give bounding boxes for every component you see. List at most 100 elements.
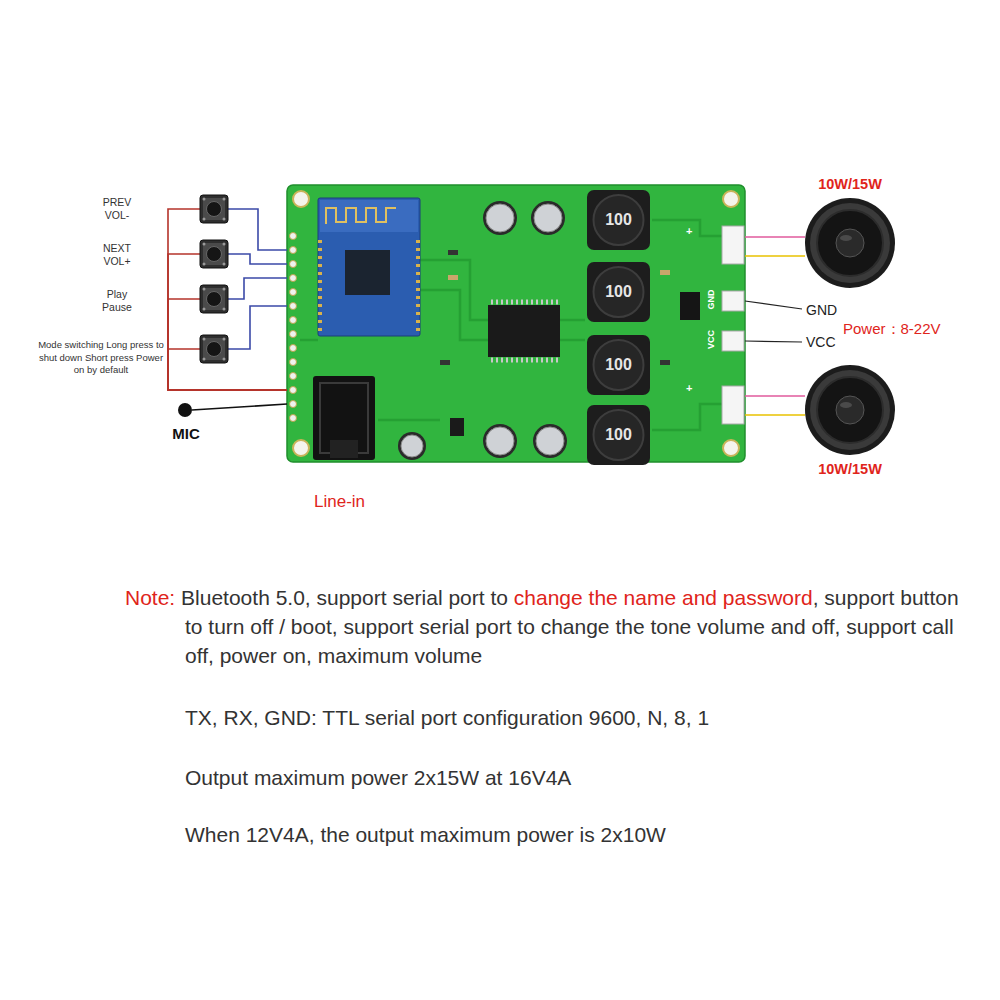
header-pad — [290, 233, 297, 240]
mounting-hole — [293, 191, 309, 207]
power-label: Power：8-22V — [843, 320, 941, 338]
speaker-terminal — [722, 386, 744, 424]
button-rivet — [223, 218, 226, 221]
button-outline — [200, 335, 228, 363]
note-text: Output maximum power 2x15W at 16V4A — [185, 765, 571, 790]
header-pad — [290, 331, 297, 338]
button-rivet — [223, 308, 226, 311]
wire — [228, 306, 287, 349]
button-rivet — [223, 288, 226, 291]
mounting-hole — [293, 440, 309, 456]
wire — [745, 414, 805, 416]
board-trace — [560, 339, 585, 342]
mounting-hole — [723, 440, 739, 456]
speaker: 10W/15W — [805, 198, 895, 288]
inductor-body — [587, 262, 650, 322]
speaker-outline — [805, 365, 895, 455]
header-pad — [290, 387, 297, 394]
power-terminal — [722, 291, 744, 311]
button-label: PREV VOL- — [92, 196, 142, 222]
mounting-hole — [723, 191, 739, 207]
speaker-highlight — [840, 402, 852, 408]
chip-legs — [491, 300, 558, 305]
capacitor-top — [401, 435, 423, 457]
inductor: 100 — [587, 190, 650, 250]
inductor-value: 100 — [587, 282, 650, 301]
button-outline — [200, 195, 228, 223]
button-cap — [207, 342, 222, 357]
button-cap — [207, 202, 222, 217]
inductor: 100 — [587, 405, 650, 465]
header-pad — [290, 317, 297, 324]
header-pad — [290, 359, 297, 366]
board-trace — [652, 404, 722, 430]
inductor-value: 100 — [587, 425, 650, 444]
speaker-dust-cap — [836, 396, 864, 424]
speaker-highlight — [840, 235, 852, 241]
wire — [168, 209, 287, 390]
regulator — [680, 292, 700, 320]
note-heading: Note: — [125, 586, 175, 609]
capacitor-top — [486, 204, 514, 232]
audio-jack-socket — [330, 440, 358, 458]
speaker-cone — [817, 377, 883, 443]
inductor-body — [587, 190, 650, 250]
audio-jack — [313, 376, 375, 460]
button-body — [200, 240, 228, 268]
header-pad — [290, 275, 297, 282]
mic-label: MIC — [166, 425, 206, 443]
button-rivet — [203, 198, 206, 201]
capacitor — [533, 424, 567, 458]
header-pad — [290, 289, 297, 296]
inductor-value: 100 — [587, 210, 650, 229]
antenna-area — [320, 200, 418, 232]
button-body — [200, 285, 228, 313]
header-pad — [290, 261, 297, 268]
amplifier-board: GNDVCC100100100100 — [287, 185, 745, 462]
push-button: PREV VOL- — [200, 195, 228, 223]
wire — [745, 395, 805, 397]
header-pad — [290, 401, 297, 408]
button-outline — [200, 240, 228, 268]
antenna-trace — [326, 208, 396, 224]
smd-part — [660, 270, 670, 275]
smd-part — [440, 360, 450, 365]
button-face — [203, 338, 225, 360]
button-label: NEXT VOL+ — [92, 242, 142, 268]
wire — [228, 254, 287, 264]
transistor — [450, 418, 464, 436]
speaker: 10W/15W — [805, 365, 895, 455]
header-pad — [290, 247, 297, 254]
button-rivet — [203, 243, 206, 246]
speaker-surround — [810, 370, 890, 450]
circuit-board — [287, 185, 745, 462]
button-rivet — [203, 338, 206, 341]
header-pad — [290, 303, 297, 310]
button-label: Mode switching Long press to shut down S… — [38, 339, 164, 377]
button-rivet — [203, 218, 206, 221]
inductor-body — [587, 405, 650, 465]
inductor-value: 100 — [587, 355, 650, 374]
board-trace — [300, 339, 318, 342]
speaker-frame — [805, 198, 895, 288]
smd-part — [660, 360, 670, 365]
polarity-mark: + — [686, 225, 692, 238]
speaker-frame — [805, 365, 895, 455]
button-rivet — [203, 358, 206, 361]
header-pad — [290, 415, 297, 422]
connector-label: Line-in — [314, 492, 365, 512]
push-button: Play Pause — [200, 285, 228, 313]
board-trace — [560, 319, 585, 322]
capacitor — [483, 201, 517, 235]
polarity-mark: + — [686, 382, 692, 395]
note-text: TX, RX, GND: TTL serial port configurati… — [185, 705, 709, 730]
wire — [228, 278, 287, 299]
amplifier-chip — [488, 305, 560, 357]
button-rivet — [203, 308, 206, 311]
smd-part — [448, 250, 458, 255]
wire — [745, 236, 805, 238]
bluetooth-module — [318, 198, 420, 336]
button-rivet — [223, 358, 226, 361]
